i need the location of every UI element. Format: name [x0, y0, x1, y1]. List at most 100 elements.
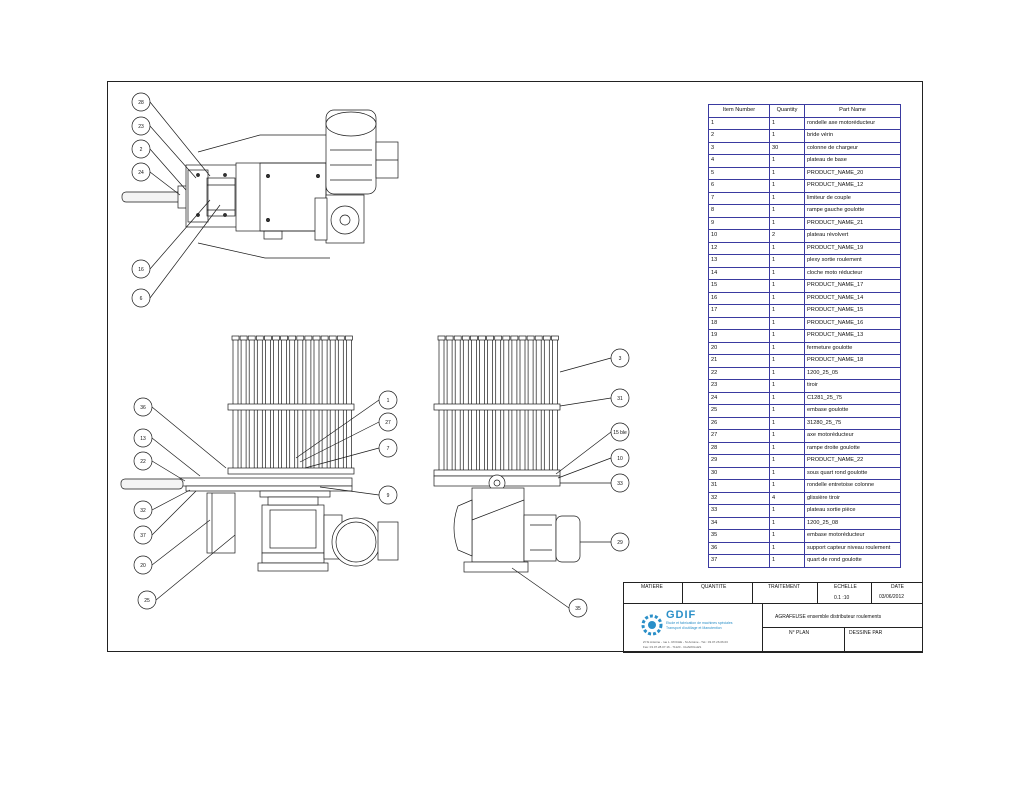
column-cap — [534, 335, 543, 341]
bom-cell-item: 22 — [708, 366, 770, 380]
bom-cell-name: rondelle entretoise colonne — [804, 479, 901, 493]
bom-cell-qty: 1 — [769, 554, 805, 568]
bom-cell-qty: 1 — [769, 441, 805, 455]
bom-cell-name: PRODUCT_NAME_21 — [804, 216, 901, 230]
bom-cell-name: 1200_25_05 — [804, 366, 901, 380]
bom-cell-item: 36 — [708, 541, 770, 555]
column-cap — [296, 335, 305, 341]
bom-cell-name: colonne de chargeur — [804, 141, 901, 155]
bom-cell-qty: 1 — [769, 291, 805, 305]
bom-cell-qty: 1 — [769, 241, 805, 255]
callout-side-35: 35 — [575, 606, 581, 612]
bom-cell-name: plateau révolvert — [804, 229, 901, 243]
column-cap — [304, 335, 313, 341]
column-cap — [445, 335, 454, 341]
bom-cell-name: plateau sortie pièce — [804, 504, 901, 518]
bom-cell-name: plexy sortie roulement — [804, 254, 901, 268]
bom-cell-qty: 1 — [769, 166, 805, 180]
bom-cell-name: bride vérin — [804, 129, 901, 143]
tb-echelle-value: 0.1 :10 — [834, 595, 850, 601]
bom-cell-qty: 1 — [769, 254, 805, 268]
bom-cell-item: 21 — [708, 354, 770, 368]
callout-side-29: 29 — [617, 540, 623, 546]
bom-cell-qty: 1 — [769, 316, 805, 330]
bom-cell-name: cloche moto réducteur — [804, 266, 901, 280]
bom-cell-qty: 1 — [769, 479, 805, 493]
bom-cell-item: 28 — [708, 441, 770, 455]
tb-echelle-label: ECHELLE — [834, 584, 857, 590]
bom-cell-item: 7 — [708, 191, 770, 205]
company-name: GDIF — [666, 609, 697, 621]
bom-cell-name: embase goulotte — [804, 404, 901, 418]
column-cap — [502, 335, 511, 341]
bom-cell-qty: 1 — [769, 341, 805, 355]
callout-top-6: 6 — [140, 296, 143, 302]
column-cap — [320, 335, 329, 341]
bom-cell-name: rondelle axe motoréducteur — [804, 116, 901, 130]
bom-cell-item: 23 — [708, 379, 770, 393]
bom-cell-item: 32 — [708, 491, 770, 505]
callout-side-15: 15 ble — [613, 430, 627, 436]
side-view-callouts: 3 31 15 ble 10 33 29 35 — [511, 348, 630, 618]
column-cap — [526, 335, 535, 341]
bom-cell-item: 6 — [708, 179, 770, 193]
bom-cell-item: 1 — [708, 116, 770, 130]
bom-cell-item: 9 — [708, 216, 770, 230]
company-gear-logo — [641, 614, 663, 636]
bom-cell-qty: 4 — [769, 491, 805, 505]
bom-cell-qty: 1 — [769, 354, 805, 368]
title-block: MATIERE QUANTITE TRAITEMENT ECHELLE 0.1 … — [623, 582, 923, 653]
side-view — [433, 335, 581, 573]
bom-cell-qty: 1 — [769, 416, 805, 430]
bom-cell-qty: 1 — [769, 366, 805, 380]
callout-front-22: 22 — [140, 459, 146, 465]
front-view — [120, 335, 399, 572]
tb-date-label: DATE — [891, 584, 904, 590]
bom-header-item: Item Number — [708, 104, 770, 118]
column-cap — [470, 335, 478, 341]
bom-cell-item: 35 — [708, 529, 770, 543]
column-cap — [494, 335, 503, 341]
bom-cell-qty: 1 — [769, 266, 805, 280]
callout-front-7: 7 — [387, 446, 390, 452]
bom-cell-name: PRODUCT_NAME_19 — [804, 241, 901, 255]
column-cap — [231, 335, 240, 341]
bom-cell-qty: 1 — [769, 154, 805, 168]
bom-cell-qty: 1 — [769, 329, 805, 343]
bom-cell-name: 31280_25_75 — [804, 416, 901, 430]
bom-cell-item: 30 — [708, 466, 770, 480]
bom-cell-qty: 1 — [769, 129, 805, 143]
bom-cell-name: rampe droite goulotte — [804, 441, 901, 455]
callout-front-9: 9 — [387, 493, 390, 499]
bom-cell-item: 24 — [708, 391, 770, 405]
bom-cell-name: PRODUCT_NAME_12 — [804, 179, 901, 193]
bom-header-row: Item Number Quantity Part Name — [708, 104, 901, 118]
bom-cell-item: 20 — [708, 341, 770, 355]
callout-front-20: 20 — [140, 563, 146, 569]
bom-cell-qty: 1 — [769, 204, 805, 218]
tb-dessine-label: DESSINE PAR — [849, 630, 883, 636]
bom-cell-item: 3 — [708, 141, 770, 155]
bom-cell-item: 16 — [708, 291, 770, 305]
column-cap — [272, 335, 280, 341]
